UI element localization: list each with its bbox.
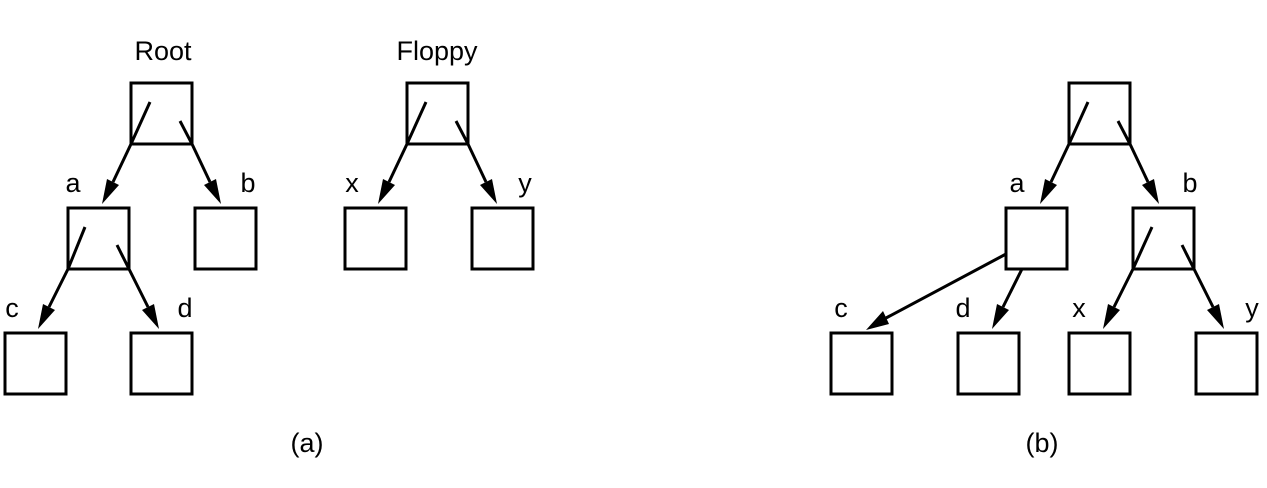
panel-b: a b c d x y (b) <box>829 81 1259 458</box>
arrowhead-mroot-to-a <box>1040 179 1057 204</box>
root-node-slash-left <box>129 101 152 145</box>
edge-root-to-a <box>111 143 133 183</box>
label-b-d: d <box>955 293 970 323</box>
edge-b-to-y <box>1192 268 1215 308</box>
panel-a: Root a b c d Floppy <box>3 36 535 458</box>
label-b-c: c <box>834 293 848 323</box>
arrowhead-b-to-x <box>1103 304 1120 329</box>
mounted-node-x <box>1067 331 1132 396</box>
caption-b: (b) <box>1026 428 1059 458</box>
edge-a-to-d <box>127 268 150 308</box>
node-x <box>343 206 408 271</box>
mounted-root-node <box>1067 81 1132 146</box>
label-a: a <box>65 168 81 198</box>
label-y: y <box>518 168 532 198</box>
edge-root-to-b <box>190 143 212 183</box>
mounted-node-b-slash-right <box>1180 244 1196 270</box>
arrowhead-a-to-d <box>142 304 159 329</box>
node-d <box>129 331 194 396</box>
floppy-title: Floppy <box>396 36 478 66</box>
edge-floppy-to-y <box>466 143 488 183</box>
root-node <box>129 81 194 146</box>
label-b-y: y <box>1245 293 1259 323</box>
label-b-b: b <box>1182 168 1197 198</box>
arrowhead-a-to-d-b <box>992 304 1009 329</box>
node-y <box>470 206 535 271</box>
edge-a-to-c <box>47 268 70 308</box>
label-d: d <box>177 293 192 323</box>
floppy-root-node <box>405 81 470 146</box>
mounted-node-a <box>1004 206 1069 271</box>
edge-a-to-d-b <box>1001 268 1024 308</box>
label-c: c <box>5 293 19 323</box>
floppy-node-slash-right <box>454 120 470 145</box>
caption-a: (a) <box>291 428 324 458</box>
mounted-node-d <box>956 331 1021 396</box>
mounted-node-b-slash-left <box>1131 226 1154 270</box>
arrowhead-root-to-a <box>102 179 119 204</box>
node-a <box>66 206 131 271</box>
arrowhead-mroot-to-b <box>1142 179 1159 204</box>
mounted-node-b <box>1131 206 1196 271</box>
edge-mroot-to-a <box>1049 143 1071 183</box>
node-a-slash-left <box>66 226 87 270</box>
edge-floppy-to-x <box>387 143 409 183</box>
root-title: Root <box>134 36 192 66</box>
arrowhead-a-to-c <box>38 304 55 329</box>
arrowhead-b-to-y <box>1207 304 1224 329</box>
arrowhead-a-to-c-b <box>866 311 889 330</box>
label-b-x: x <box>1072 293 1086 323</box>
arrowhead-floppy-to-y <box>480 179 497 204</box>
label-x: x <box>345 168 359 198</box>
mounted-node-c <box>829 331 894 396</box>
edge-b-to-x <box>1112 268 1135 308</box>
mounted-node-y <box>1194 331 1259 396</box>
label-b: b <box>240 168 255 198</box>
arrowhead-floppy-to-x <box>378 179 395 204</box>
arrowhead-root-to-b <box>204 179 221 204</box>
node-c <box>3 331 68 396</box>
node-b <box>193 206 258 271</box>
root-node-slash-right <box>178 120 194 145</box>
label-b-a: a <box>1009 168 1025 198</box>
floppy-tree: Floppy x y <box>343 36 535 271</box>
floppy-node-slash-left <box>405 101 428 145</box>
node-a-slash-right <box>115 244 131 270</box>
root-tree: Root a b c d <box>3 36 258 396</box>
edge-mroot-to-b <box>1128 143 1150 183</box>
mounted-root-slash-right <box>1116 120 1132 145</box>
mounted-root-slash-left <box>1067 101 1090 145</box>
edge-a-to-c-b <box>885 252 1007 320</box>
